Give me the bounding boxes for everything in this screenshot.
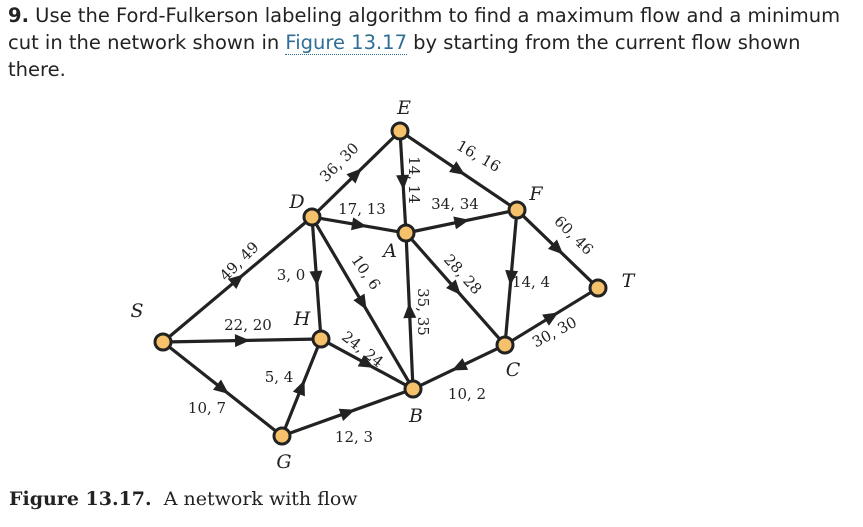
node-B <box>403 379 423 399</box>
node-label-T: T <box>622 270 636 292</box>
node-label-G: G <box>276 451 291 473</box>
figure-caption: Figure 13.17. A network with flow <box>9 488 358 510</box>
edge-label-E-A: 14, 14 <box>405 156 423 204</box>
arrowhead-E-A <box>396 174 410 190</box>
node-C <box>495 335 515 355</box>
arrowhead-S-D <box>227 274 244 289</box>
edge-label-A-F: 34, 34 <box>431 195 479 213</box>
arrowhead-F-T <box>547 239 564 255</box>
edge-label-S-G: 10, 7 <box>188 399 226 417</box>
arrowhead-B-A <box>403 303 417 319</box>
arrowhead-H-B <box>357 354 375 368</box>
edge-label-F-C: 14, 4 <box>512 273 550 291</box>
node-D <box>302 207 322 227</box>
node-label-B: B <box>408 405 423 427</box>
problem-text-before: Use the Ford-Fulkerson labeling algorith… <box>8 4 841 54</box>
arrowhead-D-H <box>309 270 323 286</box>
arrowhead-D-E <box>346 168 362 184</box>
edges-layer <box>167 133 594 435</box>
node-S <box>153 332 173 352</box>
node-label-F: F <box>528 183 543 205</box>
edge-label-D-H: 3, 0 <box>277 266 306 284</box>
caption-label: Figure 13.17. <box>9 488 152 510</box>
edge-label-G-B: 12, 3 <box>335 428 373 446</box>
figure-link[interactable]: Figure 13.17 <box>285 31 407 55</box>
arrowhead-D-A <box>351 217 367 231</box>
arrowhead-A-C <box>445 279 461 295</box>
node-G <box>272 426 292 446</box>
arrowhead-C-B <box>451 358 469 371</box>
arrowhead-E-F <box>449 161 466 175</box>
node-A <box>396 223 416 243</box>
nodes-layer <box>153 121 608 446</box>
edge-label-C-B: 10, 2 <box>448 385 486 403</box>
arrowhead-F-C <box>505 269 519 286</box>
node-H <box>311 329 331 349</box>
arrowhead-S-H <box>234 334 250 348</box>
edge-label-C-T: 30, 30 <box>529 313 580 351</box>
arrowhead-S-G <box>212 379 229 394</box>
node-label-E: E <box>396 97 411 119</box>
edge-label-D-A: 17, 13 <box>338 200 386 218</box>
edge-label-A-C: 28, 28 <box>440 251 485 299</box>
edge-label-B-A: 35, 35 <box>414 288 432 336</box>
caption-text: A network with flow <box>163 488 358 510</box>
node-label-S: S <box>130 300 143 322</box>
arrowhead-A-F <box>453 216 470 230</box>
arrowhead-C-T <box>542 312 559 326</box>
problem-text-after: by starting from the current flow shown … <box>8 31 801 81</box>
arrowhead-G-H <box>292 380 305 397</box>
node-F <box>507 200 527 220</box>
problem-number: 9. <box>8 4 29 27</box>
node-label-A: A <box>381 240 397 262</box>
node-T <box>588 278 608 298</box>
node-E <box>390 121 410 141</box>
node-label-C: C <box>506 359 521 381</box>
arrowhead-G-B <box>338 408 356 421</box>
arrowhead-D-B <box>353 293 367 310</box>
edge-label-G-H: 5, 4 <box>265 368 294 386</box>
problem-statement: 9. Use the Ford-Fulkerson labeling algor… <box>8 2 858 83</box>
node-label-H: H <box>293 308 311 330</box>
edge-label-S-H: 22, 20 <box>224 316 272 334</box>
node-label-D: D <box>288 191 304 213</box>
